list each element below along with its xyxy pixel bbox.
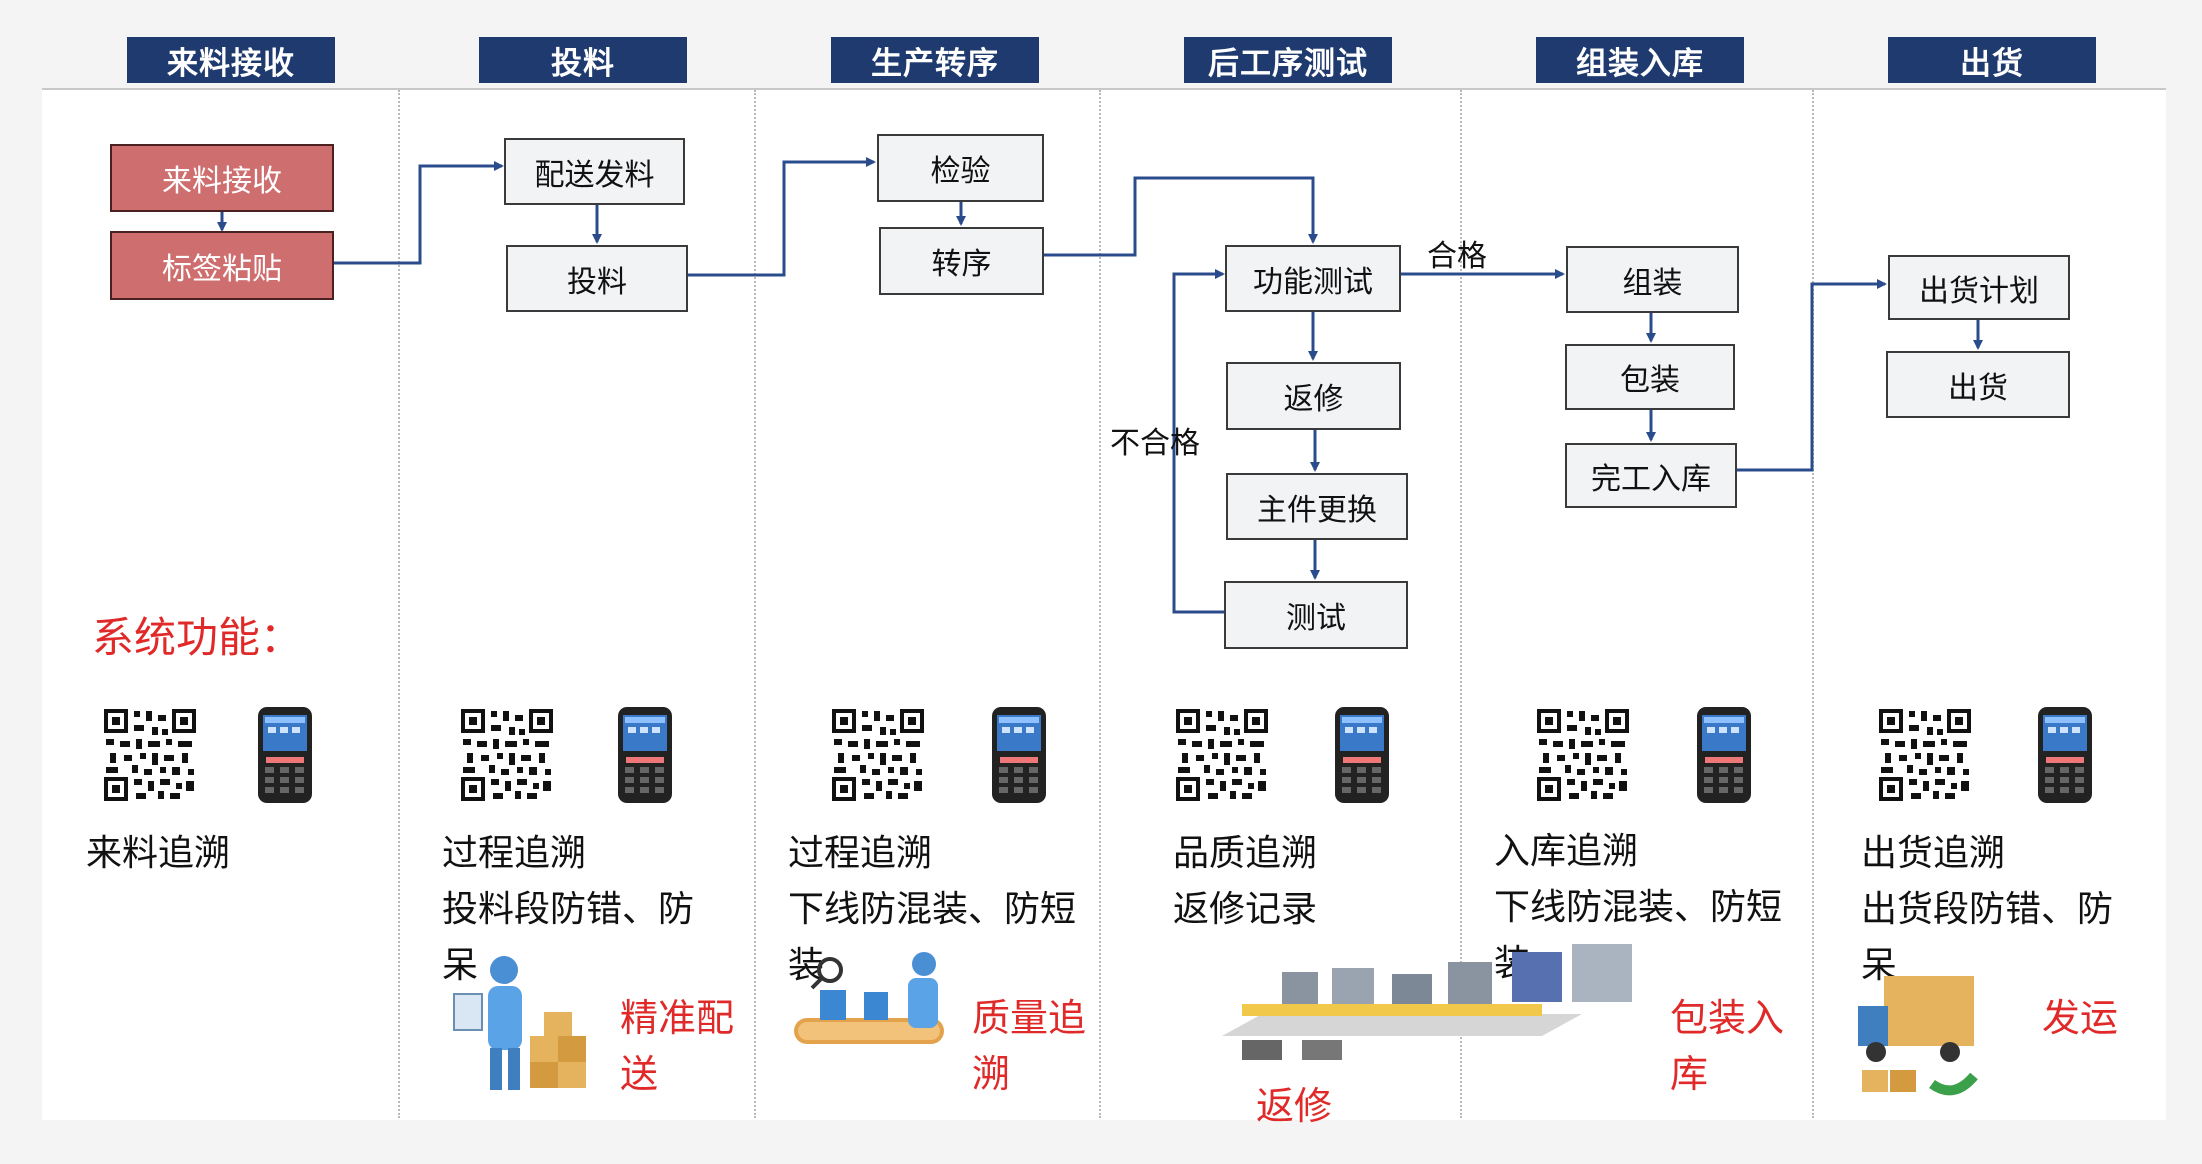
lane-divider [1812, 90, 1814, 1118]
qr-code-icon [459, 707, 555, 803]
precise-delivery-label: 精准配 送 [620, 990, 734, 1102]
qr-code-icon [1535, 707, 1631, 803]
description-line: 投料段防错、防 [442, 889, 695, 930]
label-line: 送 [620, 1052, 659, 1096]
description-line: 下线防混装、防短 [1494, 887, 1783, 928]
description-receive: 来料追溯 [86, 826, 230, 882]
box-receive: 来料接收 [110, 144, 334, 212]
handheld-scanner-icon [2038, 707, 2092, 803]
description-line: 出货追溯 [1861, 833, 2006, 874]
lane-divider [398, 90, 400, 1118]
quality-trace-label: 质量追 溯 [972, 990, 1086, 1102]
description-line: 返修记录 [1173, 889, 1318, 930]
pack-storage-label: 包装入 库 [1670, 990, 1784, 1102]
description-line: 来料追溯 [86, 833, 231, 874]
description-line: 品质追溯 [1173, 833, 1318, 874]
qr-code-icon [102, 707, 198, 803]
box-repair: 返修 [1226, 362, 1401, 430]
description-transfer: 过程追溯 下线防混装、防短 装 [788, 826, 1076, 994]
pass-label: 合格 [1427, 239, 1487, 274]
description-post-test: 品质追溯 返修记录 [1173, 826, 1317, 938]
arrow-feed-to-inspect [688, 157, 876, 277]
label-line: 溯 [972, 1052, 1011, 1096]
description-line: 入库追溯 [1494, 831, 1639, 872]
worker-with-boxes-icon [453, 956, 586, 1090]
handheld-scanner-icon [618, 707, 672, 803]
delivery-truck-icon [1858, 976, 1978, 1096]
header-receive: 来料接收 [127, 37, 335, 83]
header-post-test: 后工序测试 [1184, 37, 1392, 83]
box-ship-plan: 出货计划 [1888, 255, 2070, 320]
fail-label: 不合格 [1110, 426, 1200, 461]
handheld-scanner-icon [992, 707, 1046, 803]
description-line: 过程追溯 [442, 833, 587, 874]
box-ship: 出货 [1886, 351, 2070, 418]
header-feed: 投料 [479, 37, 687, 83]
inspection-worker-icon [794, 952, 944, 1044]
arrow-storage-to-shipplan [1737, 279, 1887, 472]
header-assemble-storage: 组装入库 [1536, 37, 1744, 83]
box-main-part-replace: 主件更换 [1226, 473, 1408, 540]
box-dispatch: 配送发料 [504, 138, 685, 205]
shipping-label: 发运 [2042, 996, 2119, 1040]
description-assemble-storage: 入库追溯 下线防混装、防短 装 [1494, 824, 1782, 992]
header-ship: 出货 [1888, 37, 2096, 83]
box-func-test: 功能测试 [1225, 245, 1401, 312]
box-inspect: 检验 [877, 134, 1044, 202]
qr-code-icon [1174, 707, 1270, 803]
system-functions-title: 系统功能： [92, 613, 303, 662]
description-line: 下线防混装、防短 [788, 889, 1077, 930]
handheld-scanner-icon [1335, 707, 1389, 803]
label-line: 包装入 [1670, 996, 1785, 1040]
label-line: 库 [1670, 1052, 1709, 1096]
box-assemble: 组装 [1566, 246, 1739, 313]
qr-code-icon [1877, 707, 1973, 803]
lane-divider [754, 90, 756, 1118]
assembly-line-icon [1222, 944, 1632, 1060]
lane-divider [1099, 90, 1101, 1118]
box-feed: 投料 [506, 245, 688, 312]
arrow-test-fail-loop [1172, 269, 1225, 614]
arrow-transfer-to-functest [1044, 176, 1318, 257]
box-label-paste: 标签粘贴 [110, 231, 334, 300]
repair-label: 返修 [1256, 1084, 1333, 1128]
description-feed: 过程追溯 投料段防错、防 呆 [442, 826, 694, 994]
handheld-scanner-icon [1697, 707, 1751, 803]
description-line: 过程追溯 [788, 833, 933, 874]
lane-divider [1460, 90, 1462, 1118]
description-ship: 出货追溯 出货段防错、防 呆 [1861, 826, 2113, 994]
box-transfer: 转序 [879, 227, 1044, 295]
box-package: 包装 [1565, 344, 1735, 410]
label-line: 精准配 [620, 996, 735, 1040]
handheld-scanner-icon [258, 707, 312, 803]
qr-code-icon [830, 707, 926, 803]
label-line: 质量追 [972, 996, 1087, 1040]
box-test: 测试 [1224, 581, 1408, 649]
header-transfer: 生产转序 [831, 37, 1039, 83]
arrow-label-to-dispatch [334, 161, 504, 265]
description-line: 出货段防错、防 [1861, 889, 2114, 930]
description-line: 呆 [442, 945, 479, 986]
box-finished-storage: 完工入库 [1565, 443, 1737, 508]
